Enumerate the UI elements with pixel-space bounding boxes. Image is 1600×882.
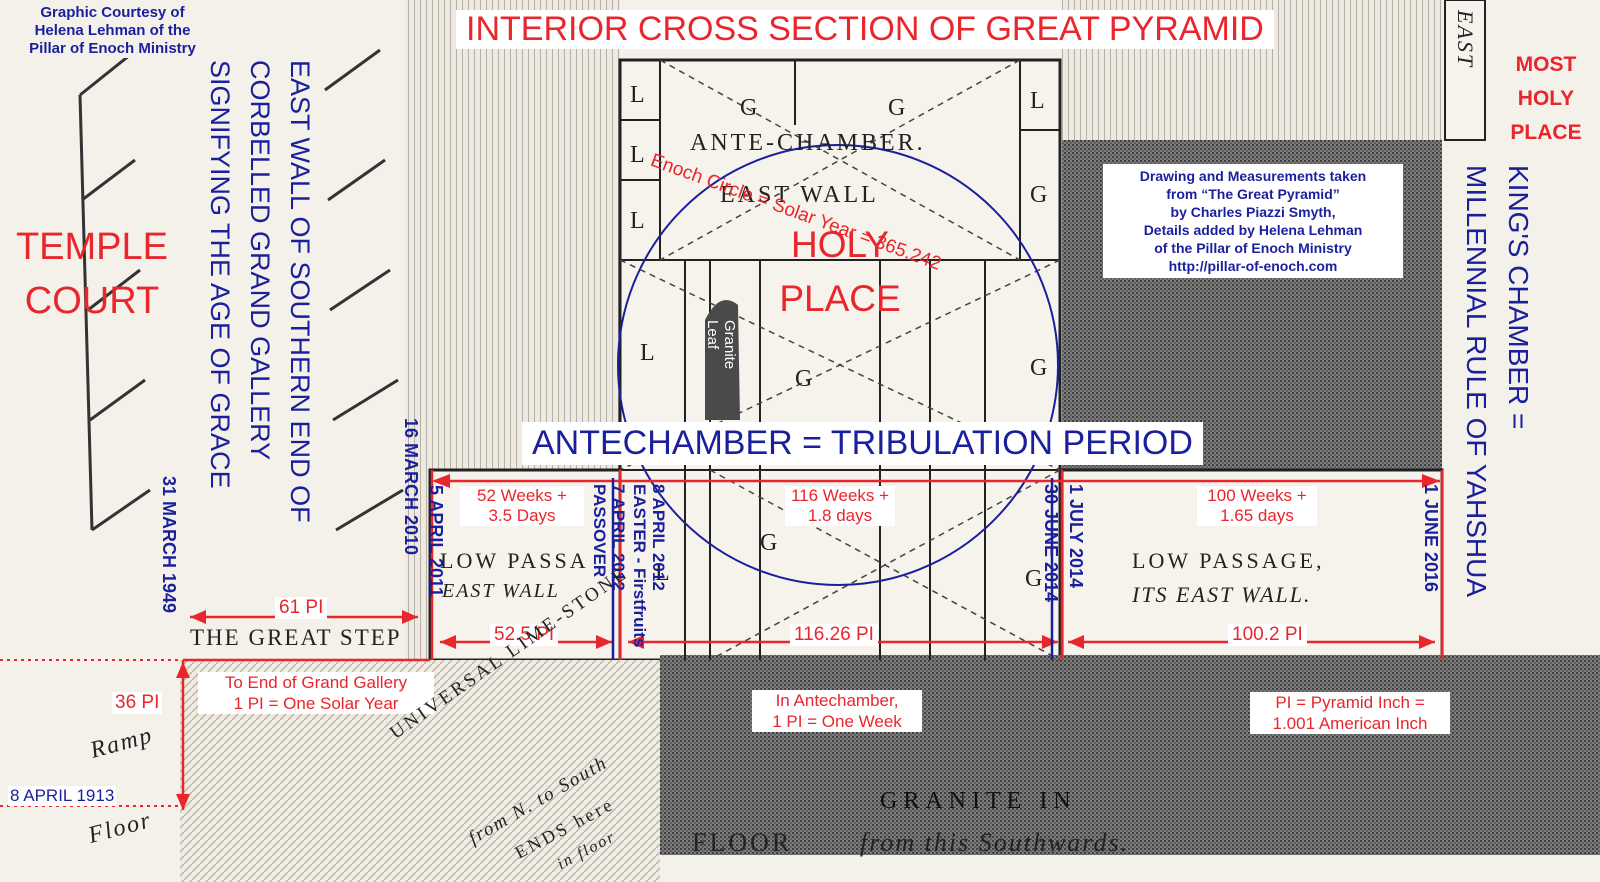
engraved-east-wall-top: EAST WALL xyxy=(720,182,879,208)
holy-place-label: HOLY PLACE xyxy=(770,218,910,326)
courtesy-line: Pillar of Enoch Ministry xyxy=(29,40,196,57)
pi-61: 61 PI xyxy=(275,597,328,619)
info-box: Drawing and Measurements taken from “The… xyxy=(1103,164,1403,278)
note-line: 1.001 American Inch xyxy=(1272,714,1428,733)
block-letter: L xyxy=(630,208,648,234)
temple-court-line: TEMPLE xyxy=(15,226,169,268)
block-letter: G xyxy=(1030,355,1051,381)
engraved-from-this: from this Southwards. xyxy=(860,828,1130,857)
kings-chamber-vertical-text: KING'S CHAMBER = MILLENNIAL RULE OF YAHS… xyxy=(1455,165,1539,597)
block-letter: L xyxy=(630,142,648,168)
note-antechamber: In Antechamber, 1 PI = One Week xyxy=(752,690,922,732)
block-letter: G xyxy=(888,95,909,121)
note-line: PI = Pyramid Inch = xyxy=(1275,693,1425,712)
engraved-low-passage-left: LOW PASSA xyxy=(440,548,589,573)
granite-leaf-line: Leaf xyxy=(704,320,721,350)
block-letter: L xyxy=(640,340,658,366)
east-column-label: EAST xyxy=(1453,10,1478,69)
note-line: To End of Grand Gallery xyxy=(224,673,408,692)
date-1913: 8 APRIL 1913 xyxy=(8,786,117,806)
span-line: 1.8 days xyxy=(807,506,873,525)
info-line: from “The Great Pyramid” xyxy=(1166,186,1340,202)
block-letter: G xyxy=(760,530,781,556)
block-letter: G xyxy=(740,95,761,121)
most-holy-place-label: MOST HOLY PLACE xyxy=(1492,48,1600,150)
engraved-its-east-wall: ITS EAST WALL. xyxy=(1132,582,1312,607)
date-line: 8 APRIL 2012 xyxy=(649,484,668,591)
note-pyramid-inch: PI = Pyramid Inch = 1.001 American Inch xyxy=(1250,692,1450,734)
granite-leaf-line: Granite xyxy=(721,320,738,370)
temple-court-label: TEMPLE COURT xyxy=(12,220,172,328)
gallery-vertical-text: EAST WALL OF SOUTHERN END OF CORBELLED G… xyxy=(200,60,320,523)
block-letter: L xyxy=(630,82,648,108)
block-letter: L xyxy=(655,560,673,586)
note-line: 1 PI = One Solar Year xyxy=(233,694,399,713)
note-line: 1 PI = One Week xyxy=(772,712,902,731)
pi-36: 36 PI xyxy=(112,692,163,714)
date-2012-easter: 8 APRIL 2012 EASTER - Firstfruits xyxy=(630,484,668,647)
info-line: Details added by Helena Lehman xyxy=(1143,222,1363,238)
date-line: PASSOVER xyxy=(590,484,609,578)
courtesy-credit: Graphic Courtesy of Helena Lehman of the… xyxy=(0,4,225,58)
engraved-east-wall-left: EAST WALL xyxy=(442,580,560,602)
date-2014-june: 30 JUNE 2014 xyxy=(1041,484,1061,603)
page-title: INTERIOR CROSS SECTION OF GREAT PYRAMID xyxy=(456,10,1274,49)
date-2012-passover: 7 APRIL 2012 PASSOVER xyxy=(590,484,628,591)
pi-100-2: 100.2 PI xyxy=(1228,624,1307,646)
engraved-low-passage-right: LOW PASSAGE, xyxy=(1132,548,1325,573)
note-grand-gallery: To End of Grand Gallery 1 PI = One Solar… xyxy=(198,672,434,714)
span-line: 100 Weeks + xyxy=(1207,486,1307,505)
engraved-ante-chamber: ANTE-CHAMBER. xyxy=(690,130,926,156)
most-holy-place-line: HOLY xyxy=(1517,87,1575,110)
info-line: http://pillar-of-enoch.com xyxy=(1168,258,1338,274)
engraved-great-step: THE GREAT STEP xyxy=(190,625,402,650)
pi-52-5: 52.5 PI xyxy=(490,624,559,646)
date-2014-july: 1 JULY 2014 xyxy=(1066,484,1086,589)
span-52-weeks: 52 Weeks + 3.5 Days xyxy=(460,486,584,526)
note-line: In Antechamber, xyxy=(775,691,899,710)
date-line: EASTER - Firstfruits xyxy=(630,484,649,648)
block-letter: L xyxy=(1030,88,1048,114)
gallery-vertical-line: EAST WALL OF SOUTHERN END OF xyxy=(285,60,315,523)
kings-chamber-line: MILLENNIAL RULE OF YAHSHUA xyxy=(1461,165,1492,598)
most-holy-place-line: MOST xyxy=(1515,53,1577,76)
engraved-floor: FLOOR xyxy=(692,828,793,857)
date-1949: 31 MARCH 1949 xyxy=(159,476,179,614)
gallery-vertical-line: SIGNIFYING THE AGE OF GRACE xyxy=(205,60,235,489)
kings-chamber-line: KING'S CHAMBER = xyxy=(1503,165,1534,430)
block-letter: G xyxy=(1030,182,1051,208)
granite-leaf-label: Granite Leaf xyxy=(704,320,738,369)
most-holy-place-line: PLACE xyxy=(1510,121,1582,144)
block-letter: G xyxy=(795,366,816,392)
block-letter: G xyxy=(1025,566,1046,592)
courtesy-line: Graphic Courtesy of xyxy=(40,4,185,21)
date-line: 7 APRIL 2012 xyxy=(609,484,628,591)
info-line: by Charles Piazzi Smyth, xyxy=(1170,204,1336,220)
info-line: of the Pillar of Enoch Ministry xyxy=(1154,240,1352,256)
pi-116-26: 116.26 PI xyxy=(790,624,878,646)
courtesy-line: Helena Lehman of the xyxy=(34,22,191,39)
date-2010: 16 MARCH 2010 xyxy=(401,418,421,556)
date-2011: 5 APRIL 2011 xyxy=(426,485,446,598)
span-line: 116 Weeks + xyxy=(790,486,890,505)
span-116-weeks: 116 Weeks + 1.8 days xyxy=(785,486,895,526)
holy-place-line: PLACE xyxy=(779,278,901,319)
span-100-weeks: 100 Weeks + 1.65 days xyxy=(1197,486,1317,526)
gallery-vertical-line: CORBELLED GRAND GALLERY xyxy=(245,60,275,461)
span-line: 3.5 Days xyxy=(488,506,556,525)
antechamber-banner: ANTECHAMBER = TRIBULATION PERIOD xyxy=(522,422,1203,465)
span-line: 52 Weeks + xyxy=(477,486,567,505)
span-line: 1.65 days xyxy=(1220,506,1294,525)
date-2016: 1 JUNE 2016 xyxy=(1421,484,1441,593)
holy-place-line: HOLY xyxy=(790,224,889,265)
temple-court-line: COURT xyxy=(24,280,160,322)
engraved-granite-in: GRANITE IN xyxy=(880,788,1077,814)
info-line: Drawing and Measurements taken xyxy=(1139,168,1367,184)
